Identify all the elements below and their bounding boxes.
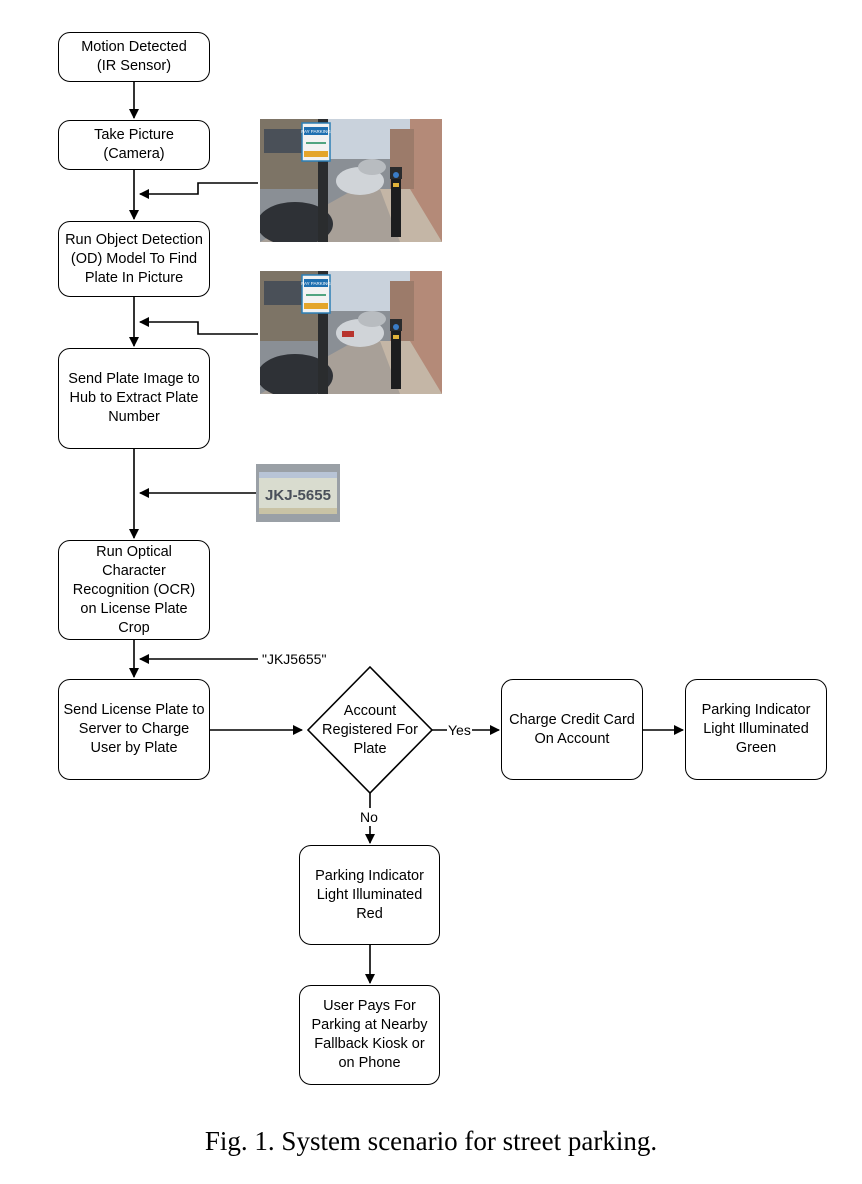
edge-label-yes: Yes xyxy=(447,722,472,738)
street-photo-2: PAY PARKING xyxy=(260,271,442,394)
node-send-to-server: Send License Plate to Server to Charge U… xyxy=(58,679,210,780)
decision-diamond xyxy=(306,665,434,795)
node-green-label: Parking Indicator Light Illuminated Gree… xyxy=(701,702,811,756)
node-object-detection: Run Object Detection (OD) Model To Find … xyxy=(58,221,210,297)
arrow-photo1-feed xyxy=(139,182,258,199)
node-pays-label: User Pays For Parking at Nearby Fallback… xyxy=(311,998,428,1071)
node-take-picture: Take Picture (Camera) xyxy=(58,120,210,170)
node-red-label: Parking Indicator Light Illuminated Red xyxy=(315,867,424,922)
decision-label: Account Registered For Plate xyxy=(322,702,418,757)
photo2-sign-text: PAY PARKING xyxy=(301,281,331,286)
node-light-red: Parking Indicator Light Illuminated Red xyxy=(299,845,440,945)
node-charge-card: Charge Credit Card On Account xyxy=(501,679,643,780)
node-user-pays: User Pays For Parking at Nearby Fallback… xyxy=(299,985,440,1085)
photo1-sign-text: PAY PARKING xyxy=(301,129,331,134)
edge-label-no: No xyxy=(360,808,378,826)
street-photo-1: PAY PARKING xyxy=(260,119,442,242)
figure-caption: Fig. 1. System scenario for street parki… xyxy=(204,1126,658,1156)
node-motion-label: Motion Detected (IR Sensor) xyxy=(81,39,187,74)
node-send-plate-label: Send Plate Image to Hub to Extract Plate… xyxy=(68,371,200,425)
node-motion-detected: Motion Detected (IR Sensor) xyxy=(58,32,210,82)
arrow-photo2-feed xyxy=(139,317,258,335)
edge-label-ocr-output: "JKJ5655" xyxy=(262,651,327,667)
node-charge-label: Charge Credit Card On Account xyxy=(509,711,635,747)
node-ocr-label: Run Optical Character Recognition (OCR) … xyxy=(72,543,196,636)
plate-crop-text: JKJ-5655 xyxy=(265,487,331,504)
node-ocr: Run Optical Character Recognition (OCR) … xyxy=(58,540,210,640)
plate-crop-image: JKJ-5655 xyxy=(256,464,340,522)
node-picture-label: Take Picture (Camera) xyxy=(94,127,174,162)
node-light-green: Parking Indicator Light Illuminated Gree… xyxy=(685,679,827,780)
node-send-plate-image: Send Plate Image to Hub to Extract Plate… xyxy=(58,348,210,449)
node-od-label: Run Object Detection (OD) Model To Find … xyxy=(65,231,203,286)
node-send-server-label: Send License Plate to Server to Charge U… xyxy=(63,702,205,756)
